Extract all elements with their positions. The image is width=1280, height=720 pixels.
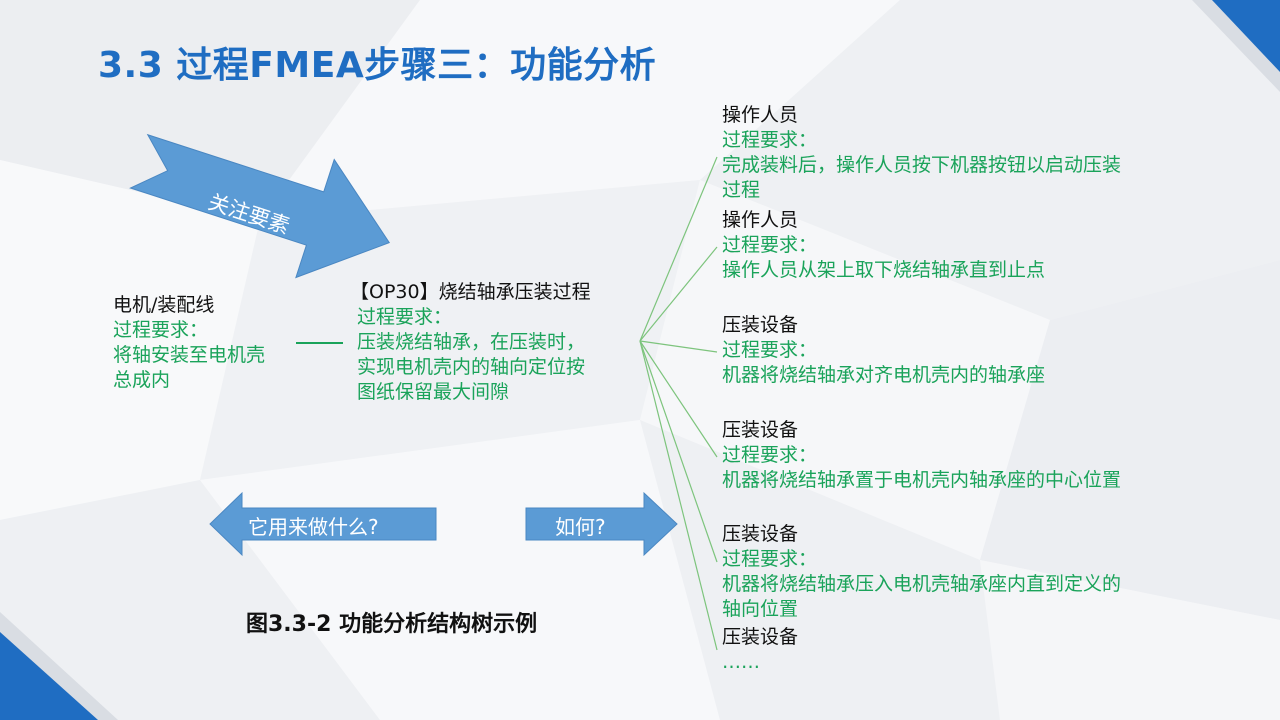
right-node-3: 压装设备 过程要求： 机器将烧结轴承对齐电机壳内的轴承座: [722, 313, 1045, 388]
right-node-head: 操作人员: [722, 209, 799, 231]
center-node: 【OP30】烧结轴承压装过程 过程要求： 压装烧结轴承，在压装时， 实现电机壳内…: [350, 280, 591, 405]
center-node-req-label: 过程要求：: [357, 306, 453, 328]
right-node-line: 操作人员从架上取下烧结轴承直到止点: [722, 259, 1046, 281]
focus-arrow: [129, 133, 391, 279]
right-node-line: ……: [722, 651, 760, 673]
right-node-head: 压装设备: [722, 626, 799, 648]
center-node-line: 图纸保留最大间隙: [357, 381, 510, 403]
center-node-head: 【OP30】烧结轴承压装过程: [350, 281, 591, 303]
center-node-line: 实现电机壳内的轴向定位按: [357, 356, 586, 378]
center-node-line: 压装烧结轴承，在压装时，: [357, 331, 586, 353]
tree-branches: [639, 156, 718, 651]
right-node-req-label: 过程要求：: [722, 234, 818, 256]
right-node-req-label: 过程要求：: [722, 339, 818, 361]
right-node-req-label: 过程要求：: [722, 548, 818, 570]
right-node-6: 压装设备 ……: [722, 625, 798, 675]
right-node-head: 压装设备: [722, 314, 799, 336]
right-node-line: 机器将烧结轴承对齐电机壳内的轴承座: [722, 364, 1046, 386]
how-arrow: [525, 491, 678, 557]
right-node-head: 操作人员: [722, 104, 799, 126]
left-node-line: 将轴安装至电机壳: [113, 344, 266, 366]
right-node-line: 机器将烧结轴承压入电机壳轴承座内直到定义的: [722, 573, 1122, 595]
right-node-2: 操作人员 过程要求： 操作人员从架上取下烧结轴承直到止点: [722, 208, 1045, 283]
right-node-req-label: 过程要求：: [722, 129, 818, 151]
right-node-line: 机器将烧结轴承置于电机壳内轴承座的中心位置: [722, 469, 1122, 491]
right-node-4: 压装设备 过程要求： 机器将烧结轴承置于电机壳内轴承座的中心位置: [722, 418, 1121, 493]
right-node-head: 压装设备: [722, 419, 799, 441]
how-arrow-label: 如何?: [555, 515, 606, 539]
left-node: 电机/装配线 过程要求： 将轴安装至电机壳 总成内: [113, 293, 265, 393]
right-node-line: 完成装料后，操作人员按下机器按钮以启动压装: [722, 154, 1122, 176]
left-node-head: 电机/装配线: [113, 294, 215, 316]
figure-caption: 图3.3-2 功能分析结构树示例: [246, 612, 538, 637]
what-for-arrow-label: 它用来做什么?: [248, 515, 379, 539]
right-node-line: 过程: [722, 179, 761, 201]
what-for-arrow: [209, 491, 437, 557]
right-node-req-label: 过程要求：: [722, 444, 818, 466]
left-node-req-label: 过程要求：: [113, 319, 209, 341]
right-node-head: 压装设备: [722, 523, 799, 545]
left-node-line: 总成内: [113, 369, 171, 391]
right-node-5: 压装设备 过程要求： 机器将烧结轴承压入电机壳轴承座内直到定义的 轴向位置: [722, 522, 1121, 622]
slide-title: 3.3 过程FMEA步骤三：功能分析: [98, 45, 657, 86]
right-node-line: 轴向位置: [722, 598, 799, 620]
right-node-1: 操作人员 过程要求： 完成装料后，操作人员按下机器按钮以启动压装 过程: [722, 103, 1121, 203]
